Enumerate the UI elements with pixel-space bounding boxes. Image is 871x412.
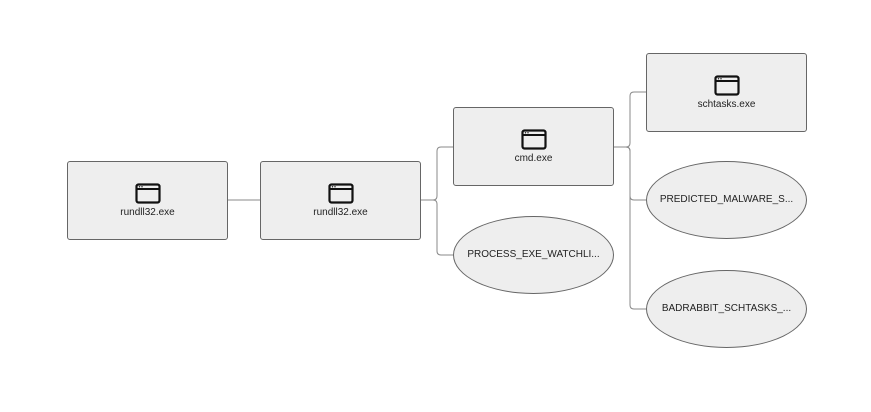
- window-icon: [327, 182, 354, 204]
- edge-n3-n7: [614, 146, 646, 310]
- window-icon: [520, 128, 547, 150]
- node-label: PROCESS_EXE_WATCHLI...: [467, 249, 600, 260]
- node-label: PREDICTED_MALWARE_S...: [659, 194, 794, 205]
- alert-node-badrabbit-schtasks[interactable]: BADRABBIT_SCHTASKS_...: [646, 270, 807, 348]
- edge-n3-n6: [614, 146, 646, 201]
- node-label: cmd.exe: [514, 152, 553, 164]
- window-icon: [134, 182, 161, 204]
- process-node-cmd[interactable]: cmd.exe: [453, 107, 614, 186]
- alert-node-process-exe-watchlist[interactable]: PROCESS_EXE_WATCHLI...: [453, 216, 614, 294]
- node-label: schtasks.exe: [697, 98, 756, 110]
- node-label: rundll32.exe: [120, 206, 175, 218]
- window-icon: [713, 74, 740, 96]
- process-node-rundll32-root[interactable]: rundll32.exe: [67, 161, 228, 240]
- process-node-schtasks[interactable]: schtasks.exe: [646, 53, 807, 132]
- node-label: rundll32.exe: [313, 206, 368, 218]
- edge-n2-n4: [421, 199, 453, 256]
- edge-n2-n3: [421, 146, 453, 201]
- process-node-rundll32-child[interactable]: rundll32.exe: [260, 161, 421, 240]
- node-label: BADRABBIT_SCHTASKS_...: [661, 303, 792, 314]
- alert-node-predicted-malware[interactable]: PREDICTED_MALWARE_S...: [646, 161, 807, 239]
- edge-n3-n5: [614, 91, 646, 148]
